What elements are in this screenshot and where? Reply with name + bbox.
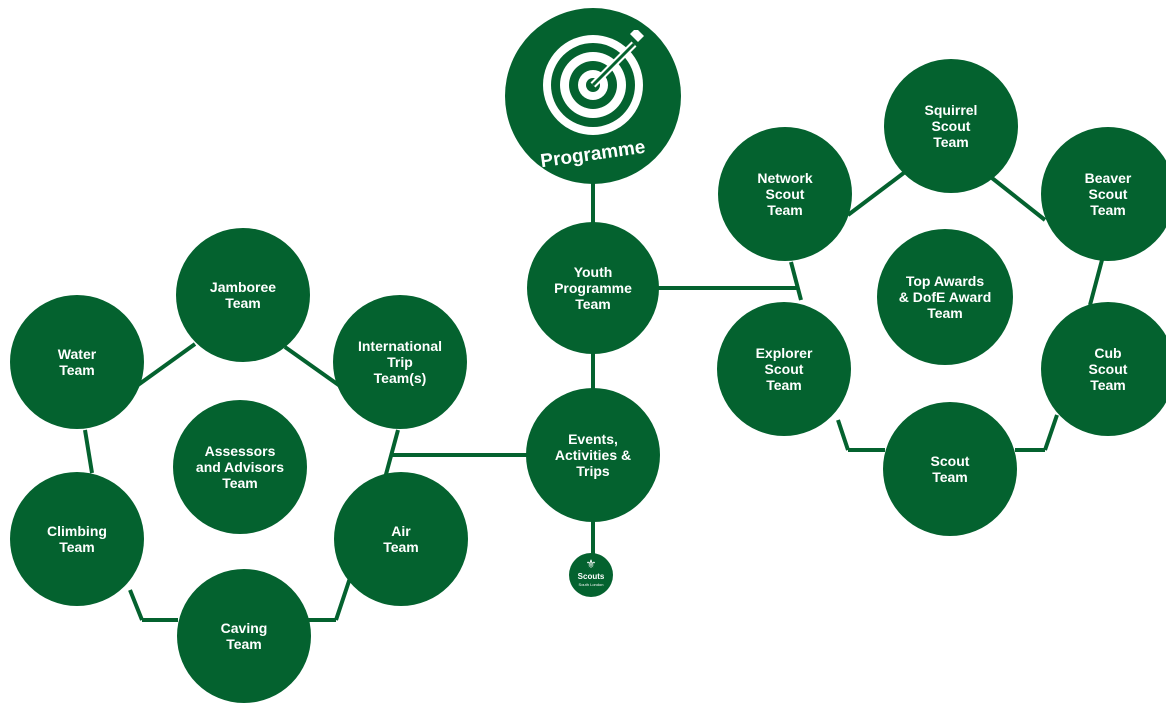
node-top-awards-dofe-team: Top Awards & DofE Award Team [877, 229, 1013, 365]
logo-subtitle: South London [578, 582, 604, 587]
node-events-activities-trips: Events, Activities & Trips [526, 388, 660, 522]
node-youth-programme-team: Youth Programme Team [527, 222, 659, 354]
node-jamboree-team: Jamboree Team [176, 228, 310, 362]
programme-hub: Programme [505, 8, 681, 184]
fleur-de-lis-icon: ⚜ [585, 557, 597, 571]
node-network-scout-team: Network Scout Team [718, 127, 852, 261]
node-air-team: Air Team [334, 472, 468, 606]
target-with-arrow-icon [543, 30, 644, 135]
node-international-trip-teams: International Trip Team(s) [333, 295, 467, 429]
node-water-team: Water Team [10, 295, 144, 429]
node-squirrel-scout-team: Squirrel Scout Team [884, 59, 1018, 193]
node-cub-scout-team: Cub Scout Team [1041, 302, 1166, 436]
node-scout-team: Scout Team [883, 402, 1017, 536]
node-explorer-scout-team: Explorer Scout Team [717, 302, 851, 436]
node-beaver-scout-team: Beaver Scout Team [1041, 127, 1166, 261]
scouts-logo: ⚜ Scouts South London [569, 553, 613, 597]
node-climbing-team: Climbing Team [10, 472, 144, 606]
logo-brand: Scouts [577, 572, 605, 581]
node-assessors-advisors-team: Assessors and Advisors Team [173, 400, 307, 534]
node-caving-team: Caving Team [177, 569, 311, 703]
